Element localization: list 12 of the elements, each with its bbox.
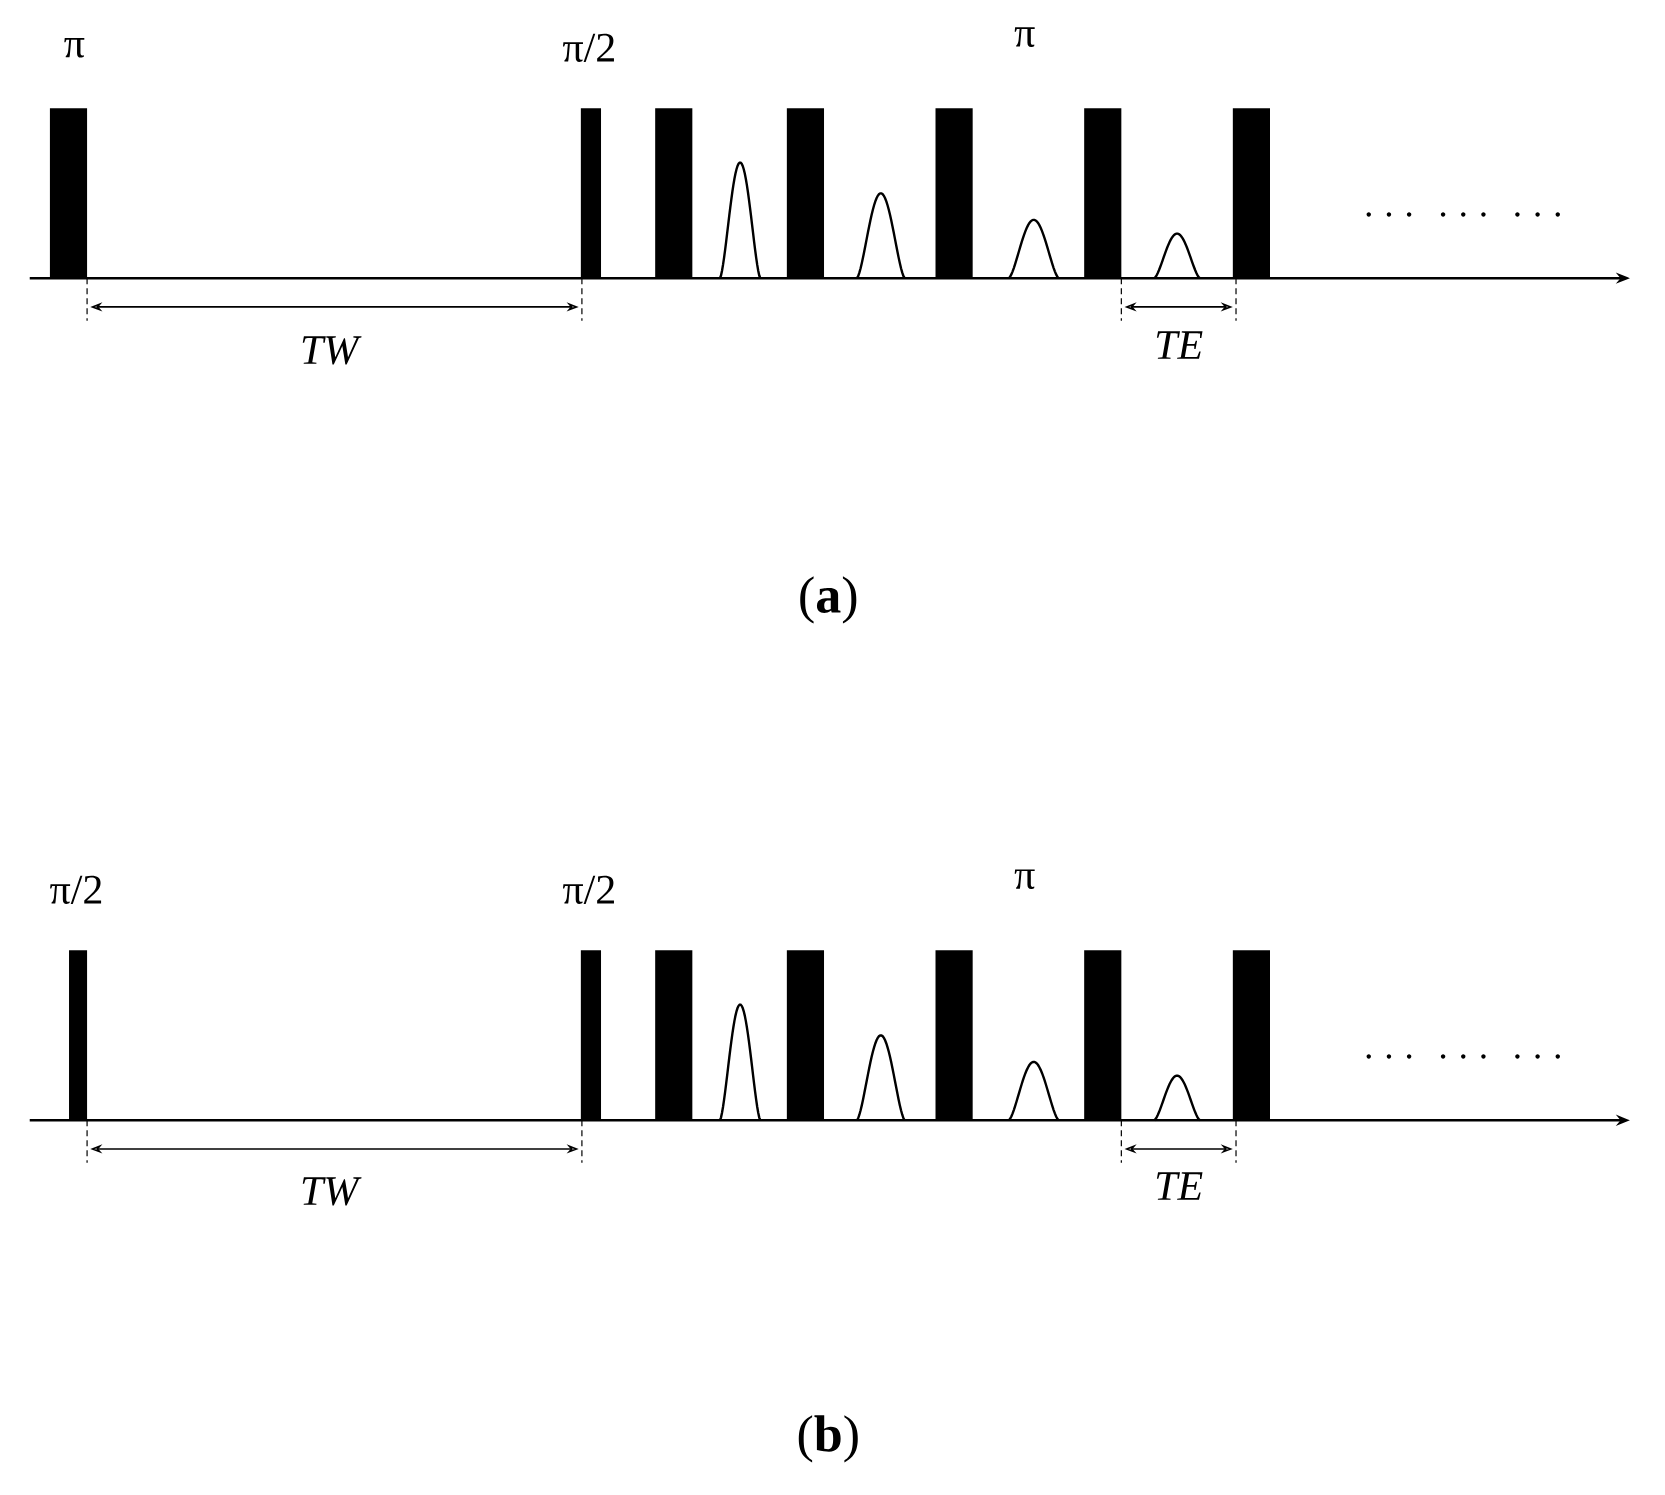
pulse-label: π <box>1014 869 1035 890</box>
pulse-label: π/2 <box>563 875 614 904</box>
duration-label: TW <box>302 1177 362 1206</box>
duration-label: TW <box>302 336 362 365</box>
pulse-label: π/2 <box>563 33 614 62</box>
panel-label: (b) <box>798 1415 858 1463</box>
pulse-label: π/2 <box>50 875 102 904</box>
duration-label: TE <box>1156 331 1203 359</box>
panel-label: (a) <box>800 576 857 624</box>
pulse-label: π <box>1014 27 1035 47</box>
duration-label: TE <box>1156 1172 1203 1200</box>
pulse-label: π <box>64 37 85 58</box>
